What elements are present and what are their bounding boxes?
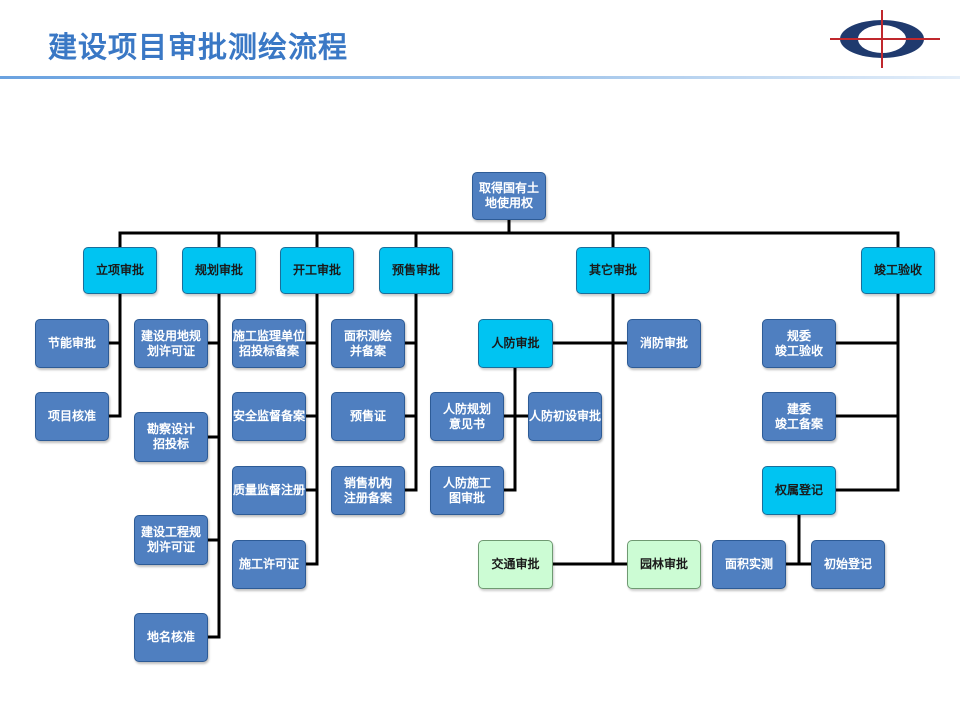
node-area-actual-measurement: 面积实测 [712,540,786,589]
node-survey-design-bidding: 勘察设计 招投标 [134,412,208,462]
node-ownership-registration: 权属登记 [762,466,836,515]
node-sales-agency-registration: 销售机构 注册备案 [331,466,405,515]
node-land-use-right: 取得国有土 地使用权 [472,172,546,220]
crosshair-ellipse-logo-icon [830,10,940,68]
node-initial-registration: 初始登记 [811,540,885,589]
node-completion-acceptance: 竣工验收 [861,247,935,294]
node-construction-start-approval: 开工审批 [280,247,354,294]
title-underline [0,76,960,79]
node-project-planning-permit: 建设工程规 划许可证 [134,515,208,565]
node-quality-supervision-registration: 质量监督注册 [232,466,306,515]
node-planning-approval: 规划审批 [182,247,256,294]
node-civil-defense-preliminary-design: 人防初设审批 [528,392,602,441]
node-planning-commission-acceptance: 规委 竣工验收 [762,319,836,368]
node-civil-defense-planning-opinion: 人防规划 意见书 [430,392,504,441]
node-energy-approval: 节能审批 [35,319,109,368]
node-other-approval: 其它审批 [576,247,650,294]
node-place-name-approval: 地名核准 [134,613,208,662]
node-project-approval: 立项审批 [83,247,157,294]
node-fire-approval: 消防审批 [627,319,701,368]
node-construction-permit: 施工许可证 [232,540,306,589]
node-landscape-approval: 园林审批 [627,540,701,589]
node-presale-permit: 预售证 [331,392,405,441]
node-area-survey-filing: 面积测绘 并备案 [331,319,405,368]
node-land-planning-permit: 建设用地规 划许可证 [134,319,208,368]
node-presale-approval: 预售审批 [379,247,453,294]
node-safety-supervision-filing: 安全监督备案 [232,392,306,441]
node-civil-defense-approval: 人防审批 [478,319,553,368]
node-civil-defense-drawing-approval: 人防施工 图审批 [430,466,504,515]
node-traffic-approval: 交通审批 [478,540,553,589]
node-supervision-bidding-filing: 施工监理单位 招投标备案 [232,319,306,368]
page-title: 建设项目审批测绘流程 [48,30,349,64]
node-project-verification: 项目核准 [35,392,109,441]
node-construction-commission-filing: 建委 竣工备案 [762,392,836,441]
